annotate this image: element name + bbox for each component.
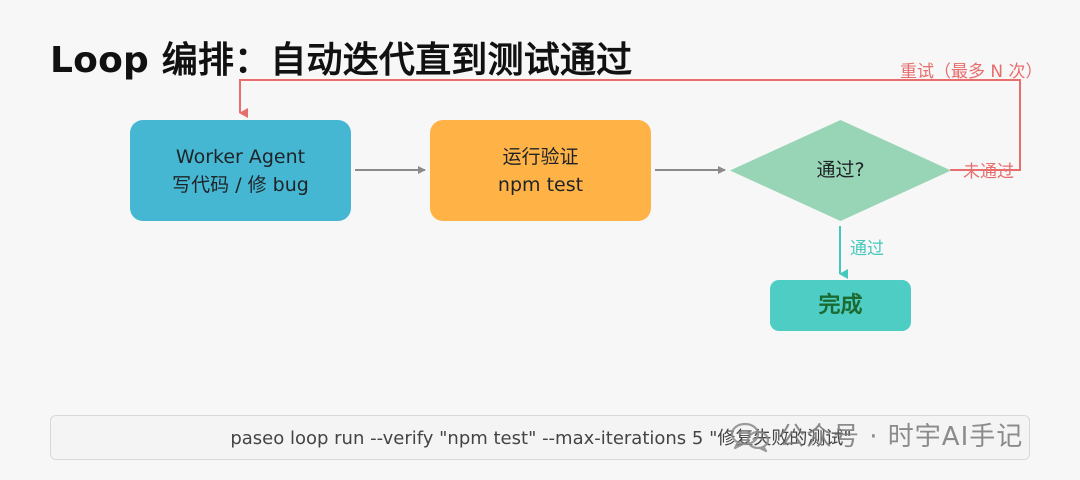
verify-node-command: npm test [497, 173, 584, 196]
pass-label: 通过 [850, 239, 884, 259]
decision-diamond [730, 120, 951, 221]
watermark-text: 公众号 · 时宇AI手记 [779, 422, 1024, 452]
fail-label: 未通过 [963, 162, 1014, 182]
page-title: Loop 编排：自动迭代直到测试通过 [50, 40, 633, 81]
command-text: paseo loop run --verify "npm test" --max… [230, 428, 852, 449]
decision-label: 通过? [816, 159, 865, 181]
watermark: 公众号 · 时宇AI手记 [729, 420, 1023, 454]
verify-node: 运行验证 npm test [430, 120, 651, 221]
retry-label: 重试（最多 N 次） [900, 62, 1043, 82]
worker-agent-title: Worker Agent [175, 145, 306, 168]
command-panel: paseo loop run --verify "npm test" --max… [50, 415, 1030, 460]
done-node: 完成 [770, 280, 911, 331]
worker-agent-subtitle: 写代码 / 修 bug [172, 173, 309, 196]
verify-node-title: 运行验证 [502, 145, 579, 168]
decision-node: 通过? [730, 120, 951, 221]
worker-agent-node: Worker Agent 写代码 / 修 bug [130, 120, 351, 221]
wechat-icon [730, 422, 770, 453]
